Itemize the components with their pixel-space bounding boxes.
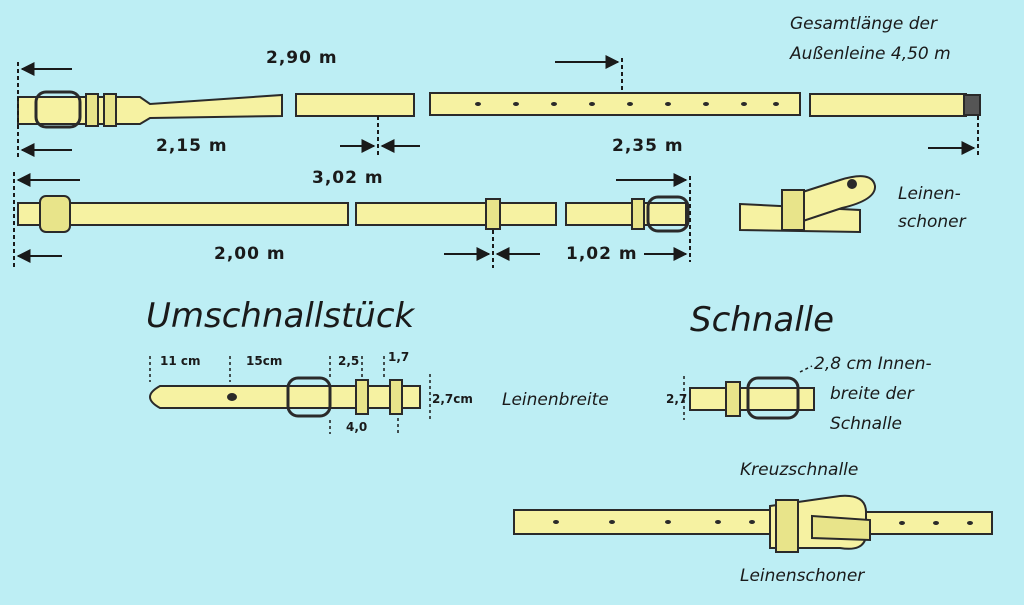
schnalle-dimensions [683, 365, 813, 420]
outer-rein-row [17, 90, 981, 129]
dim-11cm: 11 cm [160, 354, 201, 368]
rein2-segment-1 [17, 202, 349, 226]
leinenschoner-bottom-label: Leinenschoner [740, 566, 865, 586]
buckle-1 [34, 90, 82, 129]
dim-15cm: 15cm [246, 354, 283, 368]
schnalle-title: Schnalle [690, 300, 835, 340]
dim-2-7cm: 2,7cm [432, 392, 473, 406]
rein-tip [963, 94, 981, 116]
dim-2-15: 2,15 m [156, 136, 228, 156]
row1-dimensions [17, 55, 979, 160]
schnalle-dim-2-7: 2,7 [666, 392, 688, 406]
dim-2-5: 2,5 [338, 354, 360, 368]
leinenbreite-label: Leinenbreite [502, 390, 609, 410]
rein2-buckle-right [646, 195, 690, 233]
leinenschoner-detail [739, 175, 876, 234]
rein-segment-1 [17, 93, 283, 125]
schnalle-drawing [689, 376, 815, 420]
umschnallstueck-drawing [149, 376, 421, 418]
dim-1-7: 1,7 [388, 350, 410, 364]
dim-4-0: 4,0 [346, 420, 368, 434]
kreuzschnalle-label: Kreuzschnalle [740, 460, 859, 480]
innenbreite-label-2: breite der [830, 384, 914, 404]
umschnallstueck-title: Umschnallstück [146, 296, 415, 336]
rein-holes-1 [475, 102, 779, 106]
row2-dimensions [13, 172, 691, 268]
dim-3-02: 3,02 m [312, 168, 384, 188]
leinenschoner-label-2: schoner [898, 212, 966, 232]
innenbreite-label-3: Schnalle [830, 414, 903, 434]
rein-segment-2 [295, 93, 415, 117]
rein-segment-3 [429, 92, 801, 116]
rein2-segment-3 [565, 202, 687, 226]
rein2-segment-2 [355, 202, 557, 226]
dim-2-00: 2,00 m [214, 244, 286, 264]
dim-2-90: 2,90 m [266, 48, 338, 68]
dim-2-35: 2,35 m [612, 136, 684, 156]
innenbreite-label-1: 2,8 cm Innen- [814, 354, 932, 374]
rein2-buckle-left [39, 195, 71, 233]
rein2-keeper [485, 198, 501, 230]
rein-segment-4 [809, 93, 967, 117]
kreuzschnalle-drawing [513, 494, 993, 553]
total-length-label: Gesamtlänge der [790, 14, 937, 34]
umschnall-dimensions [149, 356, 431, 434]
dim-1-02: 1,02 m [566, 244, 638, 264]
total-length-value: Außenleine 4,50 m [790, 44, 951, 64]
leinenschoner-label-1: Leinen- [898, 184, 961, 204]
inner-rein-row [17, 195, 690, 233]
